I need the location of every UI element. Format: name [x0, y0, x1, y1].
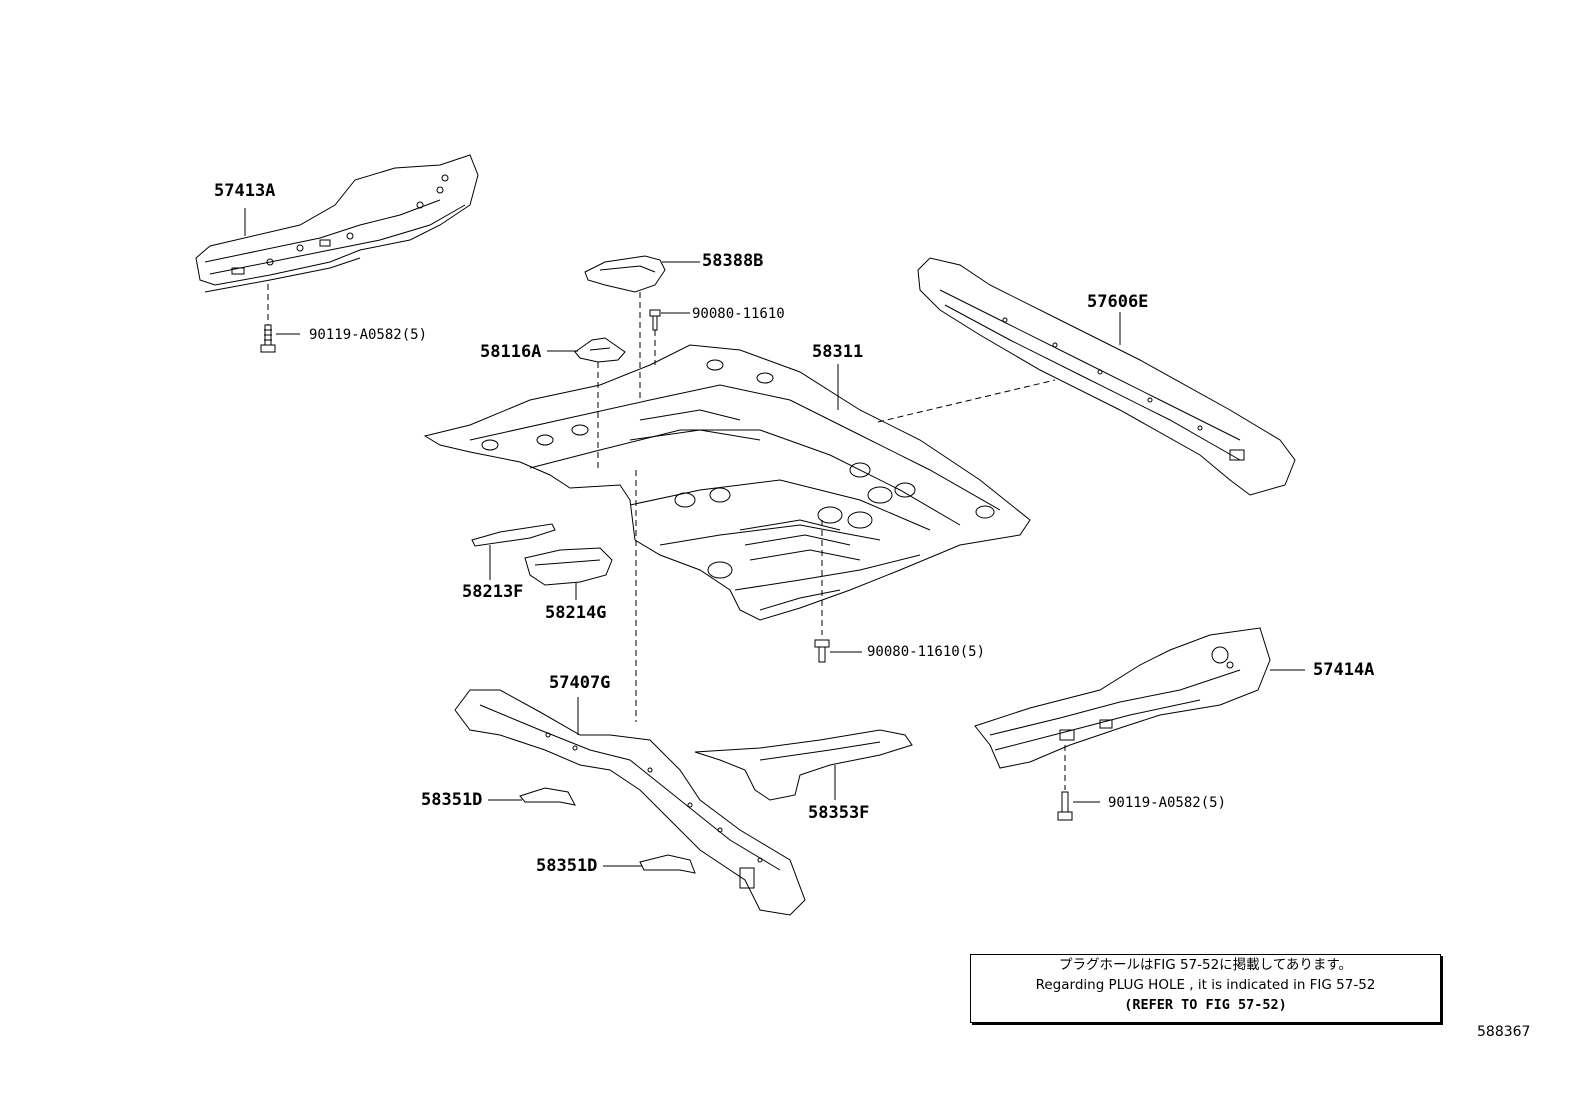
label-57414A[interactable]: 57414A	[1313, 660, 1375, 680]
part-57407G[interactable]	[454, 689, 806, 916]
label-58388B[interactable]: 58388B	[702, 251, 764, 271]
label-58353F[interactable]: 58353F	[808, 803, 870, 823]
bolt-90080-icon[interactable]	[649, 309, 661, 331]
label-90080-11610[interactable]: 90080-11610	[692, 306, 785, 322]
note-refer[interactable]: (REFER TO FIG 57-52)	[1124, 997, 1287, 1013]
label-90119-A0582-top[interactable]: 90119-A0582(5)	[309, 327, 428, 343]
bolt-90119-bottom-icon[interactable]	[1057, 791, 1073, 821]
part-57413A[interactable]	[195, 154, 479, 293]
label-58214G[interactable]: 58214G	[545, 603, 607, 623]
label-57407G[interactable]: 57407G	[549, 673, 611, 693]
plug-hole-note: プラグホールはFIG 57-52に掲載してあります。 Regarding PLU…	[970, 954, 1441, 1023]
part-58351D-b[interactable]	[639, 854, 696, 874]
label-58351D-a[interactable]: 58351D	[421, 790, 483, 810]
part-58311-rear-floor-pan[interactable]	[423, 344, 1031, 621]
part-58351D-a[interactable]	[519, 787, 576, 806]
label-58311[interactable]: 58311	[812, 342, 864, 362]
part-58353F[interactable]	[694, 729, 913, 801]
part-58213F[interactable]	[471, 523, 556, 547]
label-90080-11610-5[interactable]: 90080-11610(5)	[867, 644, 986, 660]
dashed-leader-58311-57606E	[877, 379, 1056, 423]
label-57413A[interactable]: 57413A	[214, 181, 276, 201]
part-58388B[interactable]	[584, 255, 666, 293]
note-japanese: プラグホールはFIG 57-52に掲載してあります。	[1058, 957, 1353, 973]
label-58116A[interactable]: 58116A	[480, 342, 542, 362]
label-58351D-b[interactable]: 58351D	[536, 856, 598, 876]
bolt-90080-5-icon[interactable]	[814, 639, 830, 663]
label-90119-A0582-bottom[interactable]: 90119-A0582(5)	[1108, 795, 1227, 811]
part-57414A[interactable]	[974, 627, 1271, 769]
bolt-90119-top-icon[interactable]	[260, 324, 276, 353]
part-57606E-cross-member[interactable]	[917, 257, 1296, 496]
part-58214G[interactable]	[524, 547, 613, 586]
label-58213F[interactable]: 58213F	[462, 582, 524, 602]
label-57606E[interactable]: 57606E	[1087, 292, 1149, 312]
note-english: Regarding PLUG HOLE , it is indicated in…	[1035, 977, 1376, 993]
figure-id: 588367	[1477, 1024, 1531, 1040]
part-58116A[interactable]	[574, 337, 626, 363]
